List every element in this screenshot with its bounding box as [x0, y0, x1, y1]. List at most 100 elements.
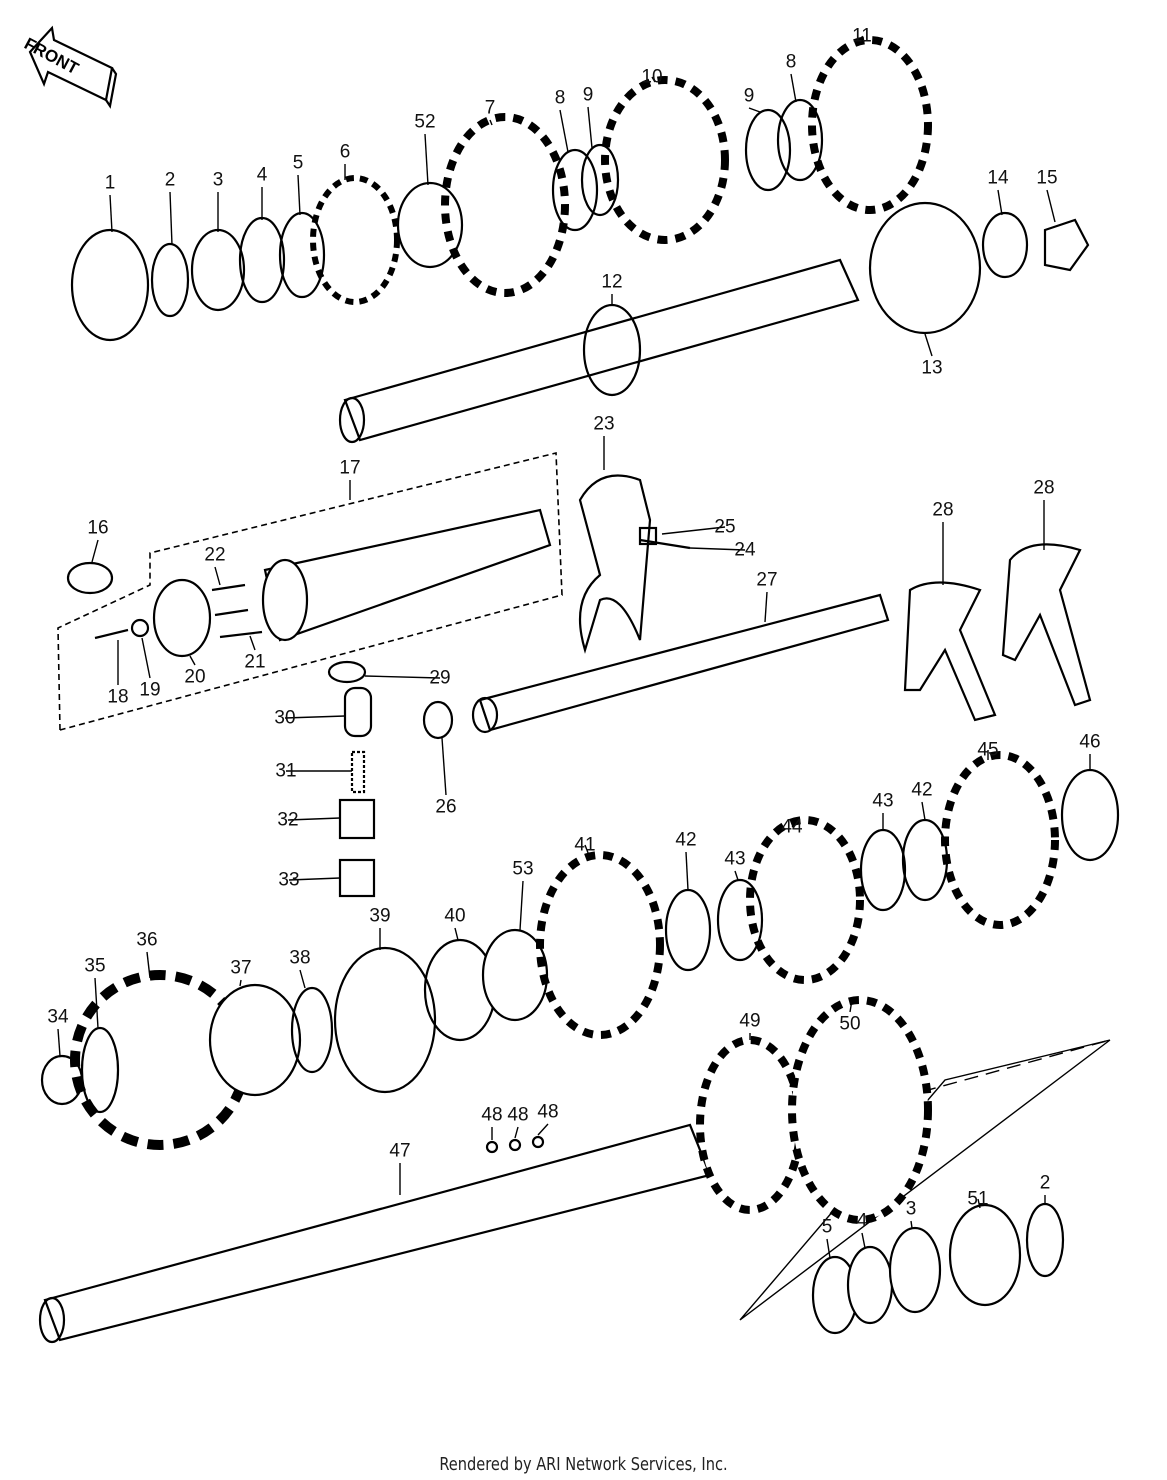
pin-part-30: [343, 686, 373, 738]
leader-line: [91, 539, 99, 563]
callout-43: 43: [872, 790, 894, 812]
leader-line: [299, 969, 306, 989]
leader-line: [651, 76, 656, 83]
callout-4: 4: [856, 1210, 868, 1232]
output-shaft-part-47: [43, 1123, 712, 1342]
callout-26: 26: [435, 796, 457, 818]
callout-22: 22: [204, 544, 226, 566]
oring-part-38: [290, 986, 334, 1074]
leader-line: [288, 877, 341, 881]
callout-31: 31: [275, 760, 297, 782]
washer-part-46: [1060, 768, 1120, 862]
leader-line: [924, 333, 933, 357]
leader-line: [189, 655, 196, 666]
callout-3: 3: [905, 1198, 917, 1220]
leader-line: [849, 999, 853, 1013]
callout-53: 53: [512, 858, 534, 880]
leader-line: [239, 979, 242, 987]
lockwasher-part-8: [551, 148, 599, 232]
leader-line: [910, 1220, 913, 1229]
leader-line: [997, 189, 1003, 216]
callout-42: 42: [911, 779, 933, 801]
lock-part-25: [638, 526, 658, 546]
callout-12: 12: [601, 271, 623, 293]
callout-17: 17: [339, 457, 361, 479]
leader-line: [826, 1238, 831, 1259]
leader-line: [249, 635, 256, 651]
callout-28: 28: [1033, 477, 1055, 499]
callout-8: 8: [785, 51, 797, 73]
bolt-part-32: [338, 798, 376, 840]
washer-part-4b: [846, 1245, 894, 1325]
callout-49: 49: [739, 1010, 761, 1032]
washer-part-5: [278, 211, 326, 299]
callout-15: 15: [1036, 167, 1058, 189]
leader-line: [861, 35, 865, 43]
footer-credit: Rendered by ARI Network Services, Inc.: [439, 1454, 728, 1475]
circlip-part-9: [580, 143, 620, 217]
callout-6: 6: [339, 141, 351, 163]
gear-part-6: [310, 175, 400, 305]
leader-line: [689, 547, 746, 551]
washer-part-35: [80, 1026, 120, 1114]
bearing-cap-part-51: [948, 1203, 1022, 1307]
gear-part-11: [808, 36, 932, 214]
leader-lines: [57, 35, 1091, 1259]
circlip-part-26: [422, 700, 454, 740]
leader-line: [1046, 189, 1056, 223]
plug-part-16: [66, 561, 114, 595]
callout-36: 36: [136, 929, 158, 951]
bearing-part-13: [868, 201, 982, 335]
callout-16: 16: [87, 517, 109, 539]
circlip-part-43b: [859, 828, 907, 912]
callout-1: 1: [104, 172, 116, 194]
leader-line: [146, 951, 151, 979]
callout-44: 44: [781, 816, 803, 838]
callout-24: 24: [734, 539, 756, 561]
leader-line: [169, 191, 173, 246]
callout-25: 25: [714, 516, 736, 538]
collar-part-37: [208, 983, 302, 1097]
needle-bearing-part-3b: [888, 1226, 942, 1314]
callout-13: 13: [921, 357, 943, 379]
callout-9: 9: [743, 85, 755, 107]
callout-28: 28: [932, 499, 954, 521]
front-arrow-icon: [28, 25, 118, 109]
leader-line: [454, 927, 459, 941]
leader-line: [109, 194, 113, 233]
circlip-part-2b: [1025, 1202, 1065, 1278]
leader-line: [284, 715, 346, 719]
leader-line: [861, 1232, 866, 1249]
gear-part-10: [601, 76, 729, 244]
leader-line: [514, 1126, 519, 1139]
circlip-part-9b: [744, 108, 792, 192]
shift-fork-part-28b: [1001, 543, 1092, 707]
pins-part-21-22: [211, 583, 263, 639]
gear-part-41: [536, 851, 664, 1039]
leader-line: [519, 880, 524, 931]
callout-39: 39: [369, 905, 391, 927]
callout-52: 52: [414, 111, 436, 133]
callout-51: 51: [967, 1188, 989, 1210]
leader-line: [921, 801, 926, 821]
circlip-part-2: [150, 242, 190, 318]
callout-43: 43: [724, 848, 746, 870]
lockwasher-part-8b: [776, 98, 824, 182]
circlip-part-43: [716, 878, 764, 962]
plug-part-33: [338, 858, 376, 898]
leader-line: [559, 109, 569, 153]
leader-line: [489, 119, 493, 126]
callout-41: 41: [574, 834, 596, 856]
callout-46: 46: [1079, 731, 1101, 753]
gear-part-49: [696, 1036, 804, 1214]
callout-14: 14: [987, 167, 1009, 189]
callout-11: 11: [852, 25, 872, 47]
callout-19: 19: [139, 679, 161, 701]
leader-line: [57, 1028, 61, 1057]
leader-line: [364, 675, 441, 679]
callout-48: 48: [481, 1104, 503, 1126]
leader-line: [287, 817, 341, 821]
shift-drum-assembly-outline: [57, 451, 563, 731]
screw-part-24: [639, 538, 691, 550]
